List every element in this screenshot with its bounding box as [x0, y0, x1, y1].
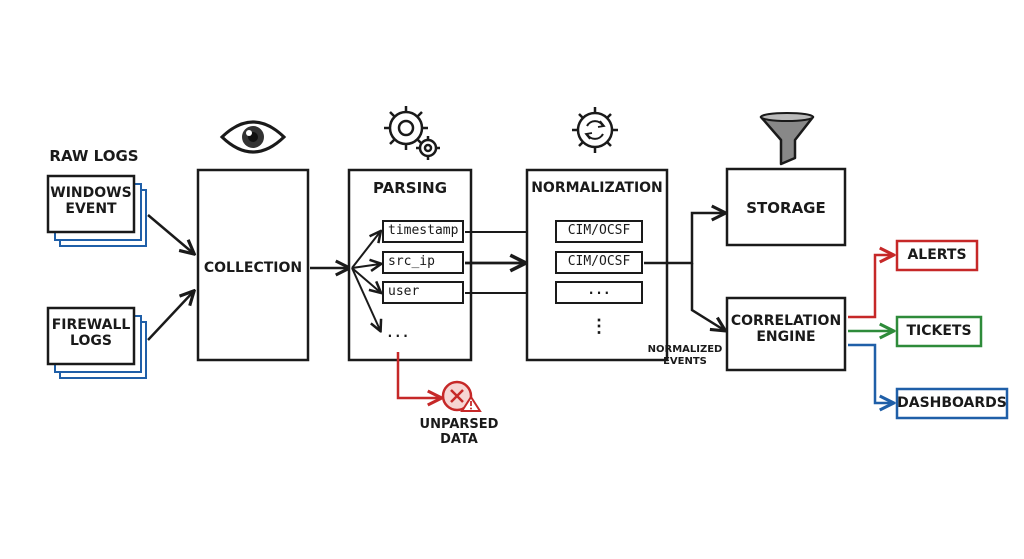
- raw-logs-title: RAW LOGS: [49, 147, 139, 165]
- windows-event-line-1: WINDOWS: [50, 185, 132, 201]
- field-box-src-ip: [382, 251, 464, 274]
- field-src-ip: src_ip: [388, 254, 435, 269]
- collection-label: COLLECTION: [203, 260, 303, 276]
- norm-field-1: CIM/OCSF: [567, 223, 631, 238]
- parsing-label: PARSING: [372, 179, 448, 197]
- field-box-user: [382, 281, 464, 304]
- norm-field-box-2: [555, 251, 643, 274]
- normalized-events-line-2: EVENTS: [663, 355, 707, 367]
- alerts-box: [895, 239, 979, 272]
- normalized-events-label: NORMALIZED EVENTS: [643, 344, 727, 367]
- arrow-to-storage: [644, 213, 724, 265]
- norm-field-box-1: [555, 220, 643, 243]
- windows-event-stack: [46, 174, 147, 247]
- arrow-to-correlation: [690, 263, 724, 330]
- field-timestamp: timestamp: [388, 223, 459, 238]
- norm-field-3: ...: [587, 283, 611, 298]
- field-box-timestamp: [382, 220, 464, 243]
- dashboards-box: [895, 387, 1009, 420]
- windows-event-line-2: EVENT: [65, 201, 117, 218]
- unparsed-data-label: UNPARSED DATA: [418, 417, 500, 448]
- arrow-to-alerts: [848, 255, 892, 319]
- storage-box: [725, 167, 847, 247]
- field-user: user: [388, 284, 420, 299]
- norm-field-more: ⋮: [590, 316, 608, 337]
- norm-field-2: CIM/OCSF: [567, 254, 631, 269]
- eye-icon: [219, 120, 287, 154]
- correlation-engine-label: CORRELATION ENGINE: [727, 313, 845, 345]
- correlation-line-2: ENGINE: [756, 329, 816, 346]
- norm-field-box-3: [555, 281, 643, 304]
- normalization-label: NORMALIZATION: [531, 180, 663, 196]
- firewall-logs-stack: [46, 306, 147, 379]
- storage-label: STORAGE: [746, 199, 826, 217]
- firewall-logs-label: FIREWALL LOGS: [48, 317, 134, 349]
- correlation-box: [725, 296, 847, 372]
- firewall-logs-line-1: FIREWALL: [51, 317, 131, 333]
- error-warning-icon: [441, 380, 482, 412]
- unparsed-line-1: UNPARSED: [419, 417, 499, 432]
- alerts-label: ALERTS: [907, 247, 967, 263]
- tickets-label: TICKETS: [906, 323, 972, 339]
- arrow-to-dashboards: [848, 343, 892, 403]
- dashboards-label: DASHBOARDS: [897, 395, 1007, 411]
- field-more: ...: [386, 326, 410, 341]
- funnel-icon: [759, 112, 815, 166]
- collection-box: [196, 168, 310, 362]
- unparsed-line-2: DATA: [440, 431, 478, 447]
- firewall-logs-line-2: LOGS: [70, 333, 112, 350]
- tickets-box: [895, 315, 983, 348]
- normalized-events-line-1: NORMALIZED: [647, 344, 723, 355]
- gears-icon: [384, 106, 440, 160]
- arrow-windows-to-collection: [147, 214, 193, 253]
- parsing-fan-arrows: [351, 232, 380, 330]
- unparsed-arrow: [396, 352, 440, 398]
- correlation-line-1: CORRELATION: [730, 313, 842, 329]
- windows-event-label: WINDOWS EVENT: [48, 185, 134, 217]
- arrow-firewall-to-collection: [147, 292, 193, 341]
- refresh-gear-icon: [572, 107, 618, 153]
